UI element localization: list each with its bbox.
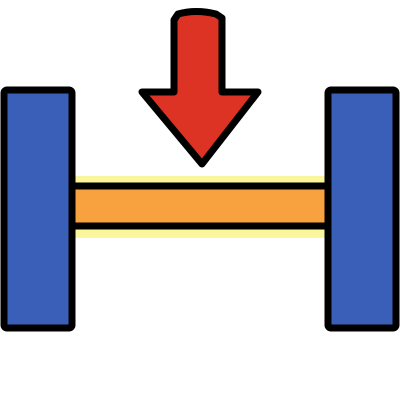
beam — [56, 182, 344, 230]
load-arrow-icon — [138, 8, 262, 168]
left-support — [0, 86, 76, 332]
right-support — [324, 86, 400, 332]
